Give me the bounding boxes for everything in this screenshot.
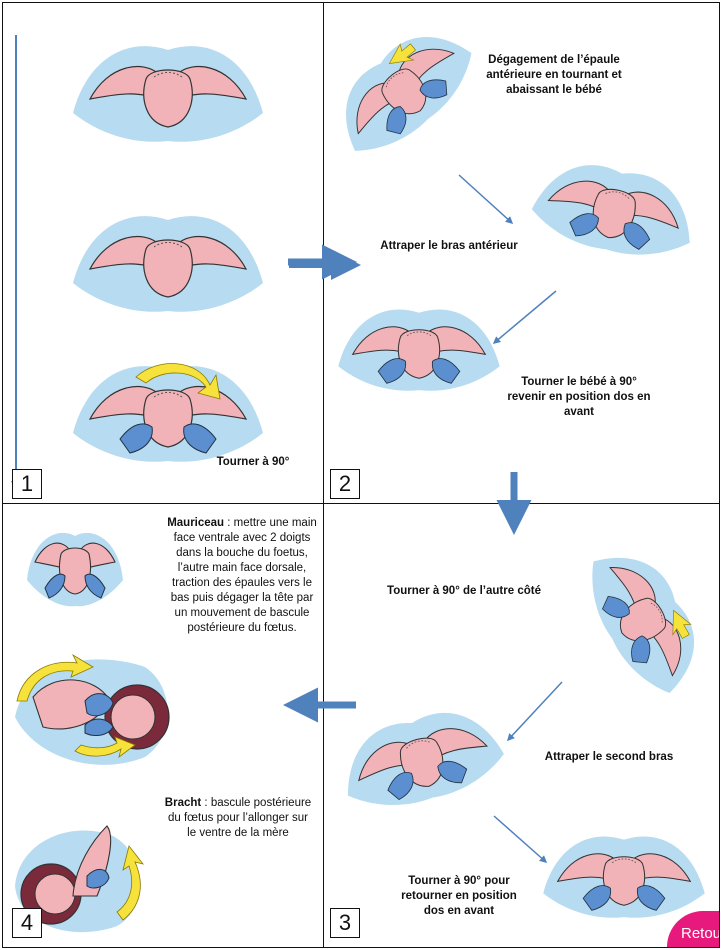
panel-step-2: Dégagement de l’épaule antérieure en tou…	[323, 2, 720, 504]
flow-arrow-2b	[494, 291, 556, 343]
fetus-second-arm-illustration	[333, 699, 510, 819]
bracht-description: Bracht : bascule postérieure du fœtus po…	[163, 796, 313, 841]
caption-attraper-bras-anterieur: Attraper le bras antérieur	[364, 239, 534, 254]
fetus-final-position-illustration	[543, 837, 705, 918]
retour-label: Retour	[681, 925, 719, 942]
step-number-2: 2	[330, 469, 360, 499]
fetus-anterior-shoulder-illustration	[324, 12, 486, 168]
caption-tourner-retourner: Tourner à 90° pour retourner en position…	[394, 874, 524, 919]
panel-step-4: Mauriceau : mettre une main face ventral…	[2, 503, 324, 948]
fetus-back-forward-illustration	[338, 310, 500, 391]
mauriceau-manoeuvre-illustration	[15, 655, 169, 765]
panel-step-3: Tourner à 90° de l’autre côté Attraper l…	[323, 503, 720, 948]
step-number-3: 3	[330, 908, 360, 938]
bracht-title: Bracht	[165, 797, 201, 809]
mauriceau-description: Mauriceau : mettre une main face ventral…	[163, 516, 321, 636]
mauriceau-text: : mettre une main face ventrale avec 2 d…	[171, 517, 317, 634]
fetus-anterior-arm-illustration	[527, 154, 702, 267]
fetus-other-side-illustration	[574, 535, 716, 705]
mauriceau-title: Mauriceau	[167, 517, 224, 529]
caption-attraper-second-bras: Attraper le second bras	[534, 750, 684, 765]
step-number-4: 4	[12, 908, 42, 938]
flow-arrow-3a	[508, 682, 562, 740]
caption-tourner-bebe-90: Tourner le bébé à 90° revenir en positio…	[504, 375, 654, 420]
caption-degagement-epaule: Dégagement de l’épaule antérieure en tou…	[474, 53, 634, 98]
flow-arrow-2a	[459, 175, 512, 223]
mauriceau-hands-illustration	[27, 533, 123, 606]
flow-arrow-3b	[494, 816, 546, 862]
caption-tourner-autre-cote: Tourner à 90° de l’autre côté	[384, 584, 544, 599]
